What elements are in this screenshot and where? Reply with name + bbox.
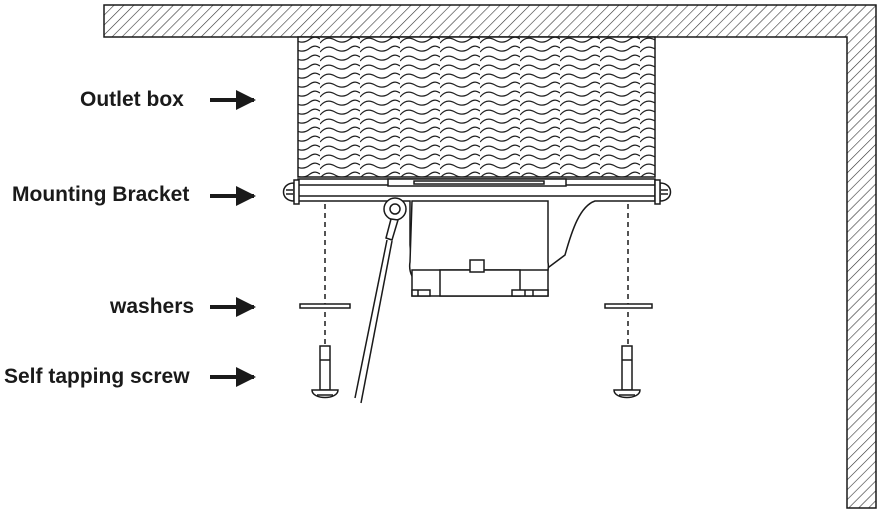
outlet-box bbox=[297, 36, 656, 178]
label-outlet-box: Outlet box bbox=[80, 88, 184, 111]
screw-left bbox=[311, 345, 339, 399]
label-mounting-bracket: Mounting Bracket bbox=[12, 183, 189, 206]
safety-cable bbox=[354, 197, 407, 404]
washer-left bbox=[299, 303, 351, 309]
bracket-screw-right bbox=[654, 179, 672, 205]
label-self-tapping-screw: Self tapping screw bbox=[4, 365, 190, 388]
label-washers: washers bbox=[109, 295, 194, 318]
alignment-lines bbox=[324, 204, 629, 345]
screw-right bbox=[613, 345, 641, 399]
washer-right bbox=[604, 303, 653, 309]
ceiling-wall bbox=[103, 4, 877, 509]
bracket-screw-left bbox=[282, 179, 300, 205]
fixture-body bbox=[408, 200, 550, 297]
